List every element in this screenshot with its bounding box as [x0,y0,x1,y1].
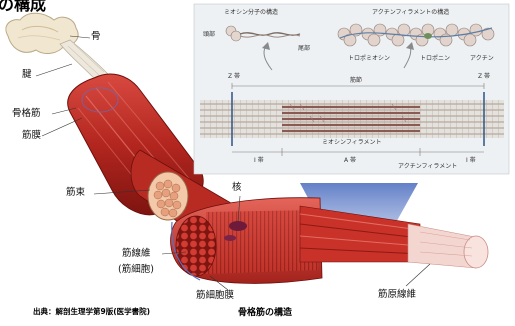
tendon [60,40,108,80]
fiber-cross-section [176,216,216,276]
figure-caption: 骨格筋の構造 [238,309,292,318]
inset-label-troponin: トロポニン [420,56,450,62]
inset-label-i-band-left: I 帯 [254,158,264,164]
label-bone: 骨 [91,32,101,42]
inset-label-a-band: A 帯 [344,158,356,164]
inset-label-actin-filament-structure: アクチンフィラメントの構造 [372,10,449,16]
label-tendon: 腱 [22,70,32,80]
nucleus [229,221,247,231]
inset-label-i-band-right: I 帯 [466,158,476,164]
inset-label-actin: アクチン [470,56,494,62]
inset-label-tropomyosin: トロポミオシン [348,56,390,62]
inset-label-head: 頭部 [203,32,215,38]
label-fascicle: 筋束 [66,188,85,198]
myofibril-end [464,236,488,268]
label-epimysium: 筋膜 [22,131,41,141]
label-skeletal-muscle: 骨格筋 [12,109,41,119]
inset-label-tail: 尾部 [298,46,310,52]
inset-label-h-zone: 筋節 [350,78,362,84]
source-note: 出典：解剖生理学第9版(医学書院) [33,308,150,316]
label-myofibril: 筋原線維 [378,290,416,300]
title-fragment: の構成 [0,0,46,13]
inset-label-z-band-right: Z 帯 [478,74,490,80]
label-sarcolemma: 筋細胞膜 [196,291,234,301]
label-muscle-cell: (筋細胞) [118,265,154,275]
inset-label-myosin-molecule: ミオシン分子の構造 [224,10,278,16]
label-muscle-fiber: 筋線維 [122,249,151,259]
sarcomere-inset [194,4,509,174]
label-nucleus: 核 [232,183,242,193]
inset-label-myosin-filament: ミオシンフィラメント [322,140,382,146]
inset-label-z-band-left: Z 帯 [228,74,240,80]
inset-label-actin-filament: アクチンフィラメント [398,164,457,170]
